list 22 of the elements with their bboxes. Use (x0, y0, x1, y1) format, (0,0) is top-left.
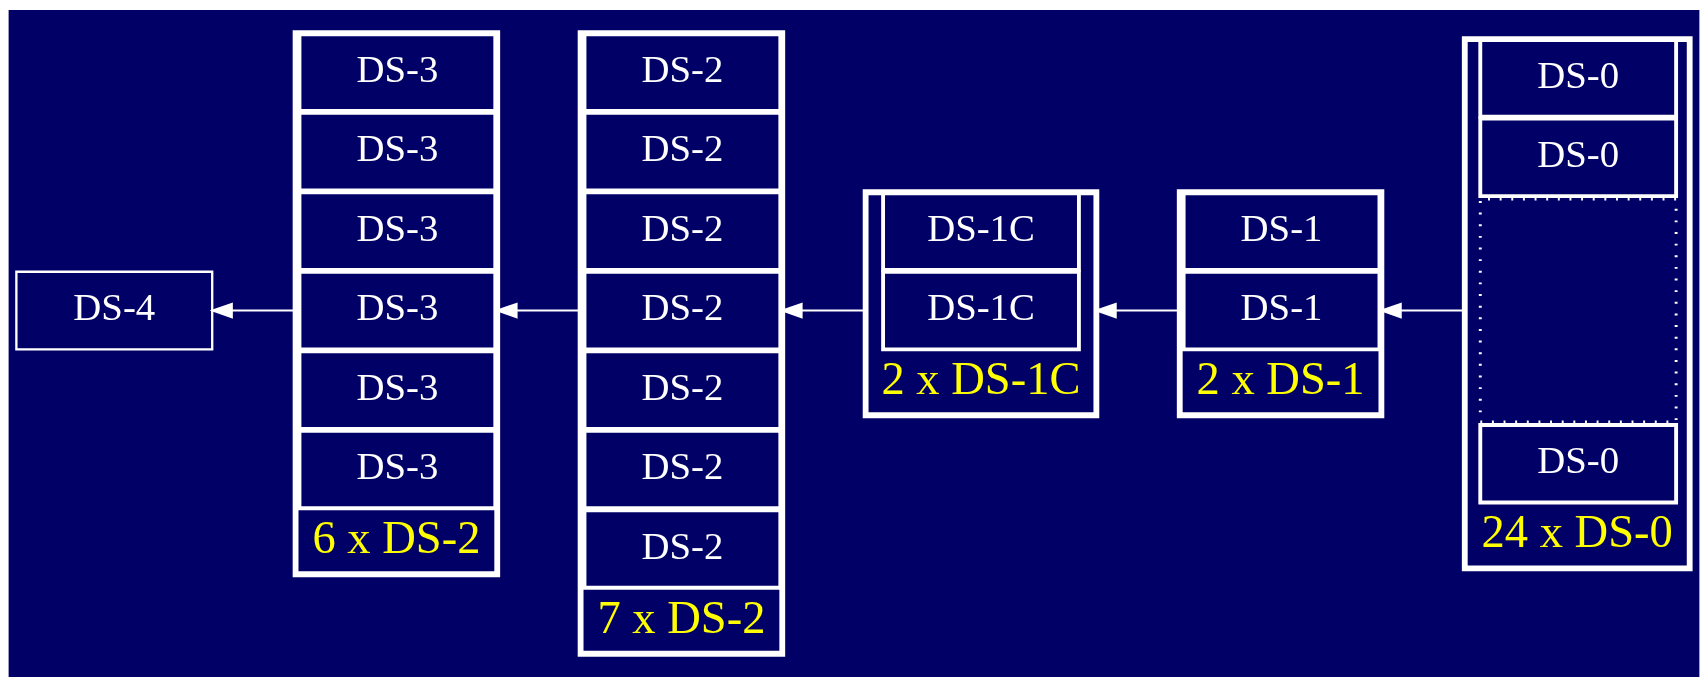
node-box: DS-3 (297, 348, 498, 431)
node-box: DS-1 (1181, 269, 1382, 351)
node-box: DS-3 (297, 110, 498, 192)
node-label: 6 x DS-2 (312, 511, 481, 563)
node-box: DS-3 (297, 428, 498, 510)
node-label: 24 x DS-0 (1481, 505, 1673, 557)
node-label: 2 x DS-1 (1196, 352, 1365, 404)
node-box: DS-4 (15, 270, 214, 350)
node-box: DS-0 (1478, 116, 1679, 198)
node-box: DS-1C (881, 269, 1081, 351)
node-box: DS-2 (582, 507, 783, 590)
node-box: DS-3 (297, 189, 498, 272)
node-label: 7 x DS-2 (597, 591, 766, 643)
node-label: 2 x DS-1C (881, 352, 1081, 404)
node-box: DS-2 (582, 269, 783, 351)
node-box: DS-2 (582, 110, 783, 192)
node-box: DS-3 (297, 269, 498, 351)
node-box: DS-2 (582, 348, 783, 431)
node-box: DS-0 (1478, 422, 1679, 504)
node-box (1478, 197, 1678, 423)
node-box: DS-2 (582, 428, 783, 510)
node-box: DS-2 (582, 189, 783, 272)
